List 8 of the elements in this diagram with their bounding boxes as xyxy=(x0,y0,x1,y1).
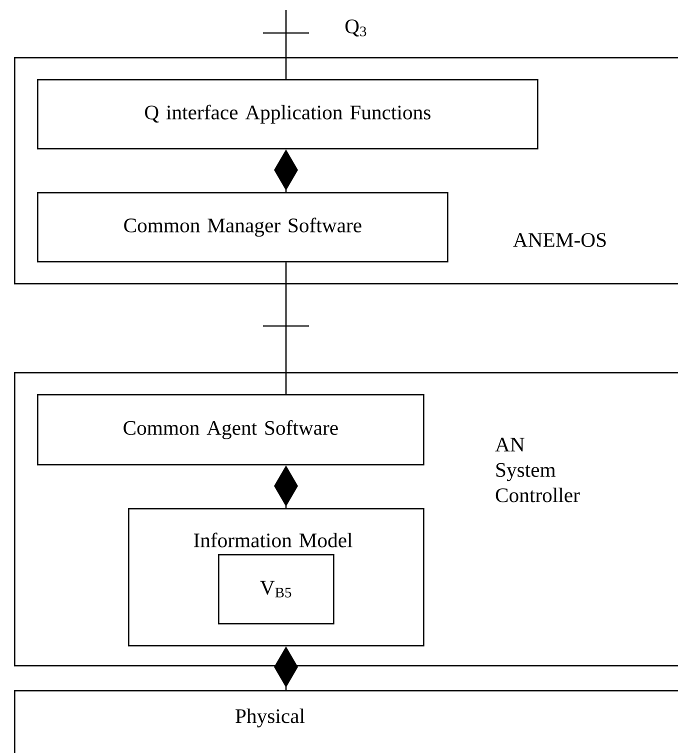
process-box: Q interface Application Functions xyxy=(37,79,538,150)
process-box: Common Manager Software xyxy=(37,192,448,262)
edge-label: Q$_{3}$ xyxy=(343,18,369,38)
layer-box: Physical xyxy=(14,690,678,753)
process-box: Common Agent Software xyxy=(37,394,424,466)
connector xyxy=(262,262,310,395)
process-box: V$_{B5}$ xyxy=(218,554,334,624)
connector xyxy=(262,9,310,80)
